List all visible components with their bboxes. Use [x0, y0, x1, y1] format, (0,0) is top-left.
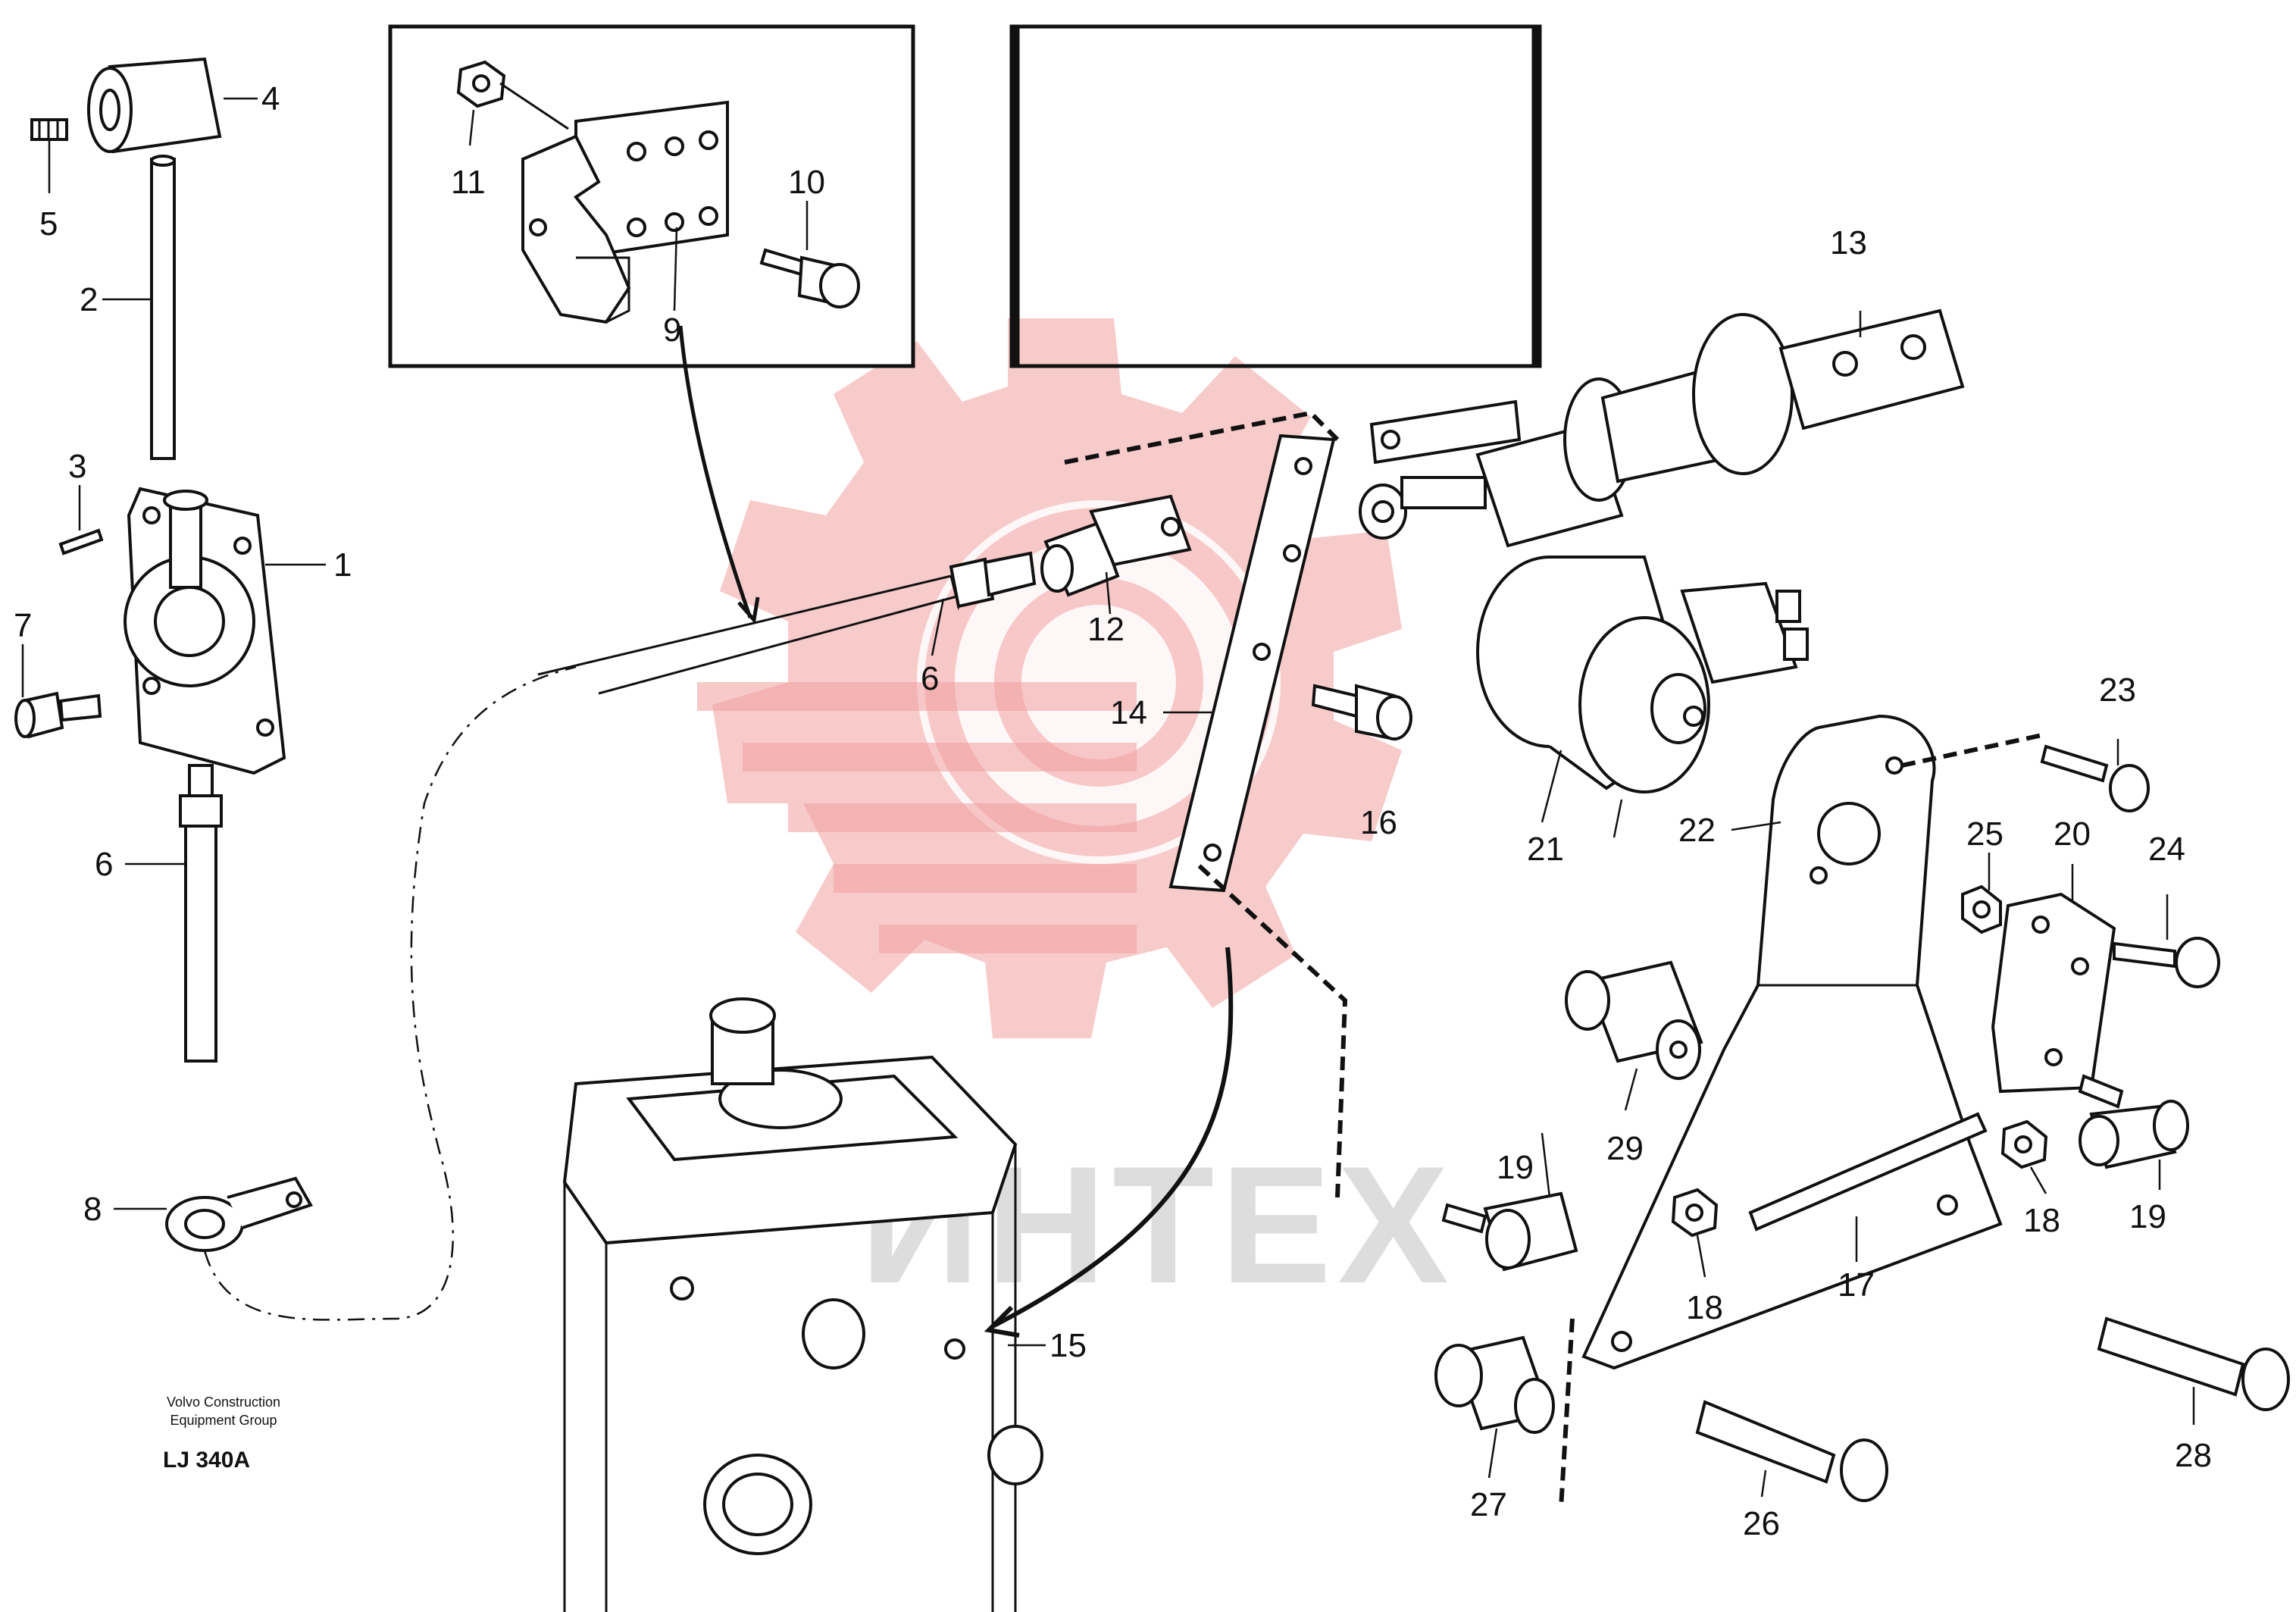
callout-27: 27: [1470, 1486, 1507, 1523]
assembly-dash-top: [1064, 410, 1340, 465]
callout-6-left: 6: [95, 846, 113, 883]
part-21-solenoid: [1476, 556, 1809, 793]
part-17-stud: [1748, 1112, 1988, 1232]
part-7-screw: [14, 691, 102, 739]
callout-16: 16: [1360, 804, 1397, 841]
diagram-code: LJ 340A: [163, 1448, 251, 1473]
callout-5: 5: [39, 205, 58, 243]
callout-21: 21: [1527, 831, 1564, 868]
callout-8: 8: [83, 1191, 102, 1228]
part-18-nut-right: [2000, 1119, 2048, 1169]
part-15-injection-pump: [562, 997, 1043, 1612]
callout-2: 2: [80, 281, 98, 318]
credit-line-1: Volvo Construction: [166, 1394, 281, 1410]
callout-29: 29: [1606, 1130, 1644, 1167]
part-11-nut: [456, 60, 569, 130]
leader-lines: [21, 97, 2195, 1498]
assembly-dash-left: [1195, 862, 1348, 1198]
callout-13: 13: [1830, 224, 1867, 261]
callout-22: 22: [1678, 812, 1716, 849]
part-19-balljoint-right: [2078, 1074, 2189, 1169]
part-18-nut-left: [1671, 1188, 1719, 1238]
part-9-bracket: [521, 100, 729, 324]
part-26-bolt: [1695, 1400, 1888, 1502]
part-12-clevis: [1040, 494, 1192, 597]
part-1-housing: [124, 487, 286, 775]
callout-6-cable: 6: [921, 660, 939, 697]
part-29-spacer: [1565, 960, 1703, 1080]
callout-11: 11: [451, 164, 486, 201]
pump-pointer-arrow: [991, 947, 1234, 1329]
callout-4: 4: [261, 80, 280, 117]
callout-1: 1: [333, 546, 352, 584]
callout-25: 25: [1966, 815, 2004, 853]
part-24-bolt: [2113, 937, 2220, 988]
part-4-knob: [87, 57, 222, 154]
callout-9: 9: [663, 311, 681, 349]
part-25-nut: [1961, 884, 2002, 934]
cable-path: [203, 665, 577, 1321]
callout-12: 12: [1087, 611, 1125, 648]
callout-24: 24: [2148, 831, 2185, 868]
callout-17: 17: [1838, 1266, 1875, 1304]
part-6-rod-lower: [179, 764, 223, 1063]
callout-18-left: 18: [1686, 1289, 1723, 1326]
callout-14: 14: [1110, 694, 1147, 731]
callout-18-right: 18: [2023, 1202, 2060, 1239]
credit-line-2: Equipment Group: [170, 1413, 277, 1428]
part-10-bolt: [759, 248, 860, 308]
part-13-cylinder: [1359, 308, 1965, 548]
callout-7: 7: [14, 607, 32, 644]
part-19-balljoint-left: [1441, 1191, 1578, 1272]
part-2-shaft: [150, 155, 176, 460]
callout-labels: 1 2 3 4 5 6 7 8 9 10 11 6 12 13 14 15 16…: [14, 80, 2212, 1542]
callout-23: 23: [2099, 671, 2136, 709]
part-23-bolt: [2040, 744, 2150, 812]
part-5-setscrew: [30, 118, 68, 141]
part-8-clamp: [165, 1176, 313, 1252]
callout-3: 3: [68, 448, 86, 485]
part-14-plate: [1168, 434, 1336, 893]
inset-pointer-arrow: [678, 325, 752, 618]
callout-10: 10: [788, 164, 825, 201]
part-16-bolt: [1311, 684, 1412, 741]
part-6-cable: [537, 551, 1037, 695]
assembly-dash-right: [1901, 733, 2043, 768]
assembly-dash-bottom: [1559, 1318, 1575, 1509]
callout-28: 28: [2175, 1437, 2212, 1474]
callout-20: 20: [2054, 815, 2091, 853]
part-3-pin: [58, 528, 104, 556]
callout-19-left: 19: [1497, 1149, 1534, 1186]
callout-15: 15: [1049, 1327, 1087, 1364]
part-27-spacer: [1434, 1335, 1555, 1434]
callout-26: 26: [1743, 1505, 1780, 1542]
publisher-credit: Volvo Construction Equipment Group: [140, 1393, 307, 1429]
part-28-bolt: [2097, 1316, 2290, 1411]
part-20-block: [1991, 892, 2116, 1094]
callout-19-right: 19: [2129, 1198, 2166, 1235]
